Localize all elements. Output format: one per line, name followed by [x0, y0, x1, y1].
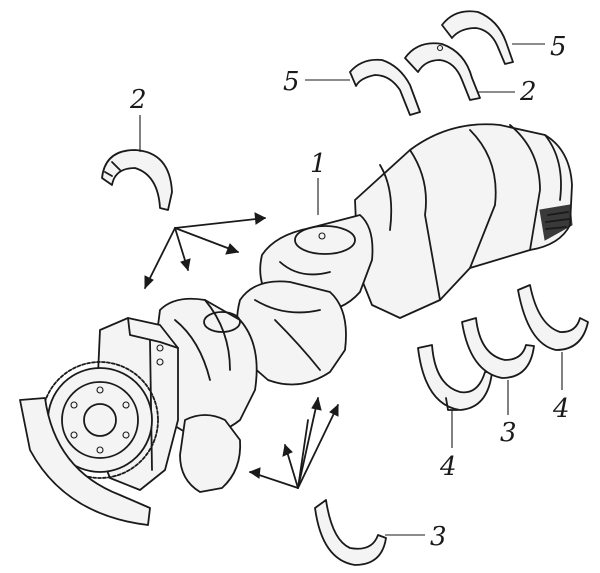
callout-1: 1 — [310, 149, 327, 179]
bearing-shell-lower-right-3 — [517, 284, 589, 351]
callout-3-bottom: 3 — [430, 522, 447, 552]
leader-lines — [139, 43, 563, 536]
rear-flange-teeth — [539, 204, 573, 241]
timing-gear — [41, 361, 159, 479]
bearing-shell-upper-mid — [349, 58, 421, 116]
callout-5-left: 5 — [283, 67, 300, 97]
bearing-shell-upper-right — [404, 42, 481, 101]
bearing-shell-bottom — [314, 499, 387, 566]
bearing-shell-upper-left — [101, 149, 173, 211]
crankshaft — [94, 123, 573, 493]
front-thrust-shield — [19, 397, 151, 526]
callout-2-right: 2 — [519, 77, 537, 107]
callout-2-left: 2 — [129, 85, 147, 115]
callout-3-right: 3 — [500, 418, 517, 448]
callouts: 1 2 2 3 3 4 4 5 5 — [129, 32, 570, 552]
callout-4-right: 4 — [552, 394, 570, 424]
axis-arrows-upper — [144, 212, 266, 290]
bearing-shell-top-right — [441, 10, 514, 65]
callout-4-left: 4 — [439, 452, 457, 482]
axis-arrows-lower — [248, 396, 339, 489]
callout-5-right: 5 — [550, 32, 567, 62]
bearing-shell-lower-right-2 — [461, 317, 535, 379]
